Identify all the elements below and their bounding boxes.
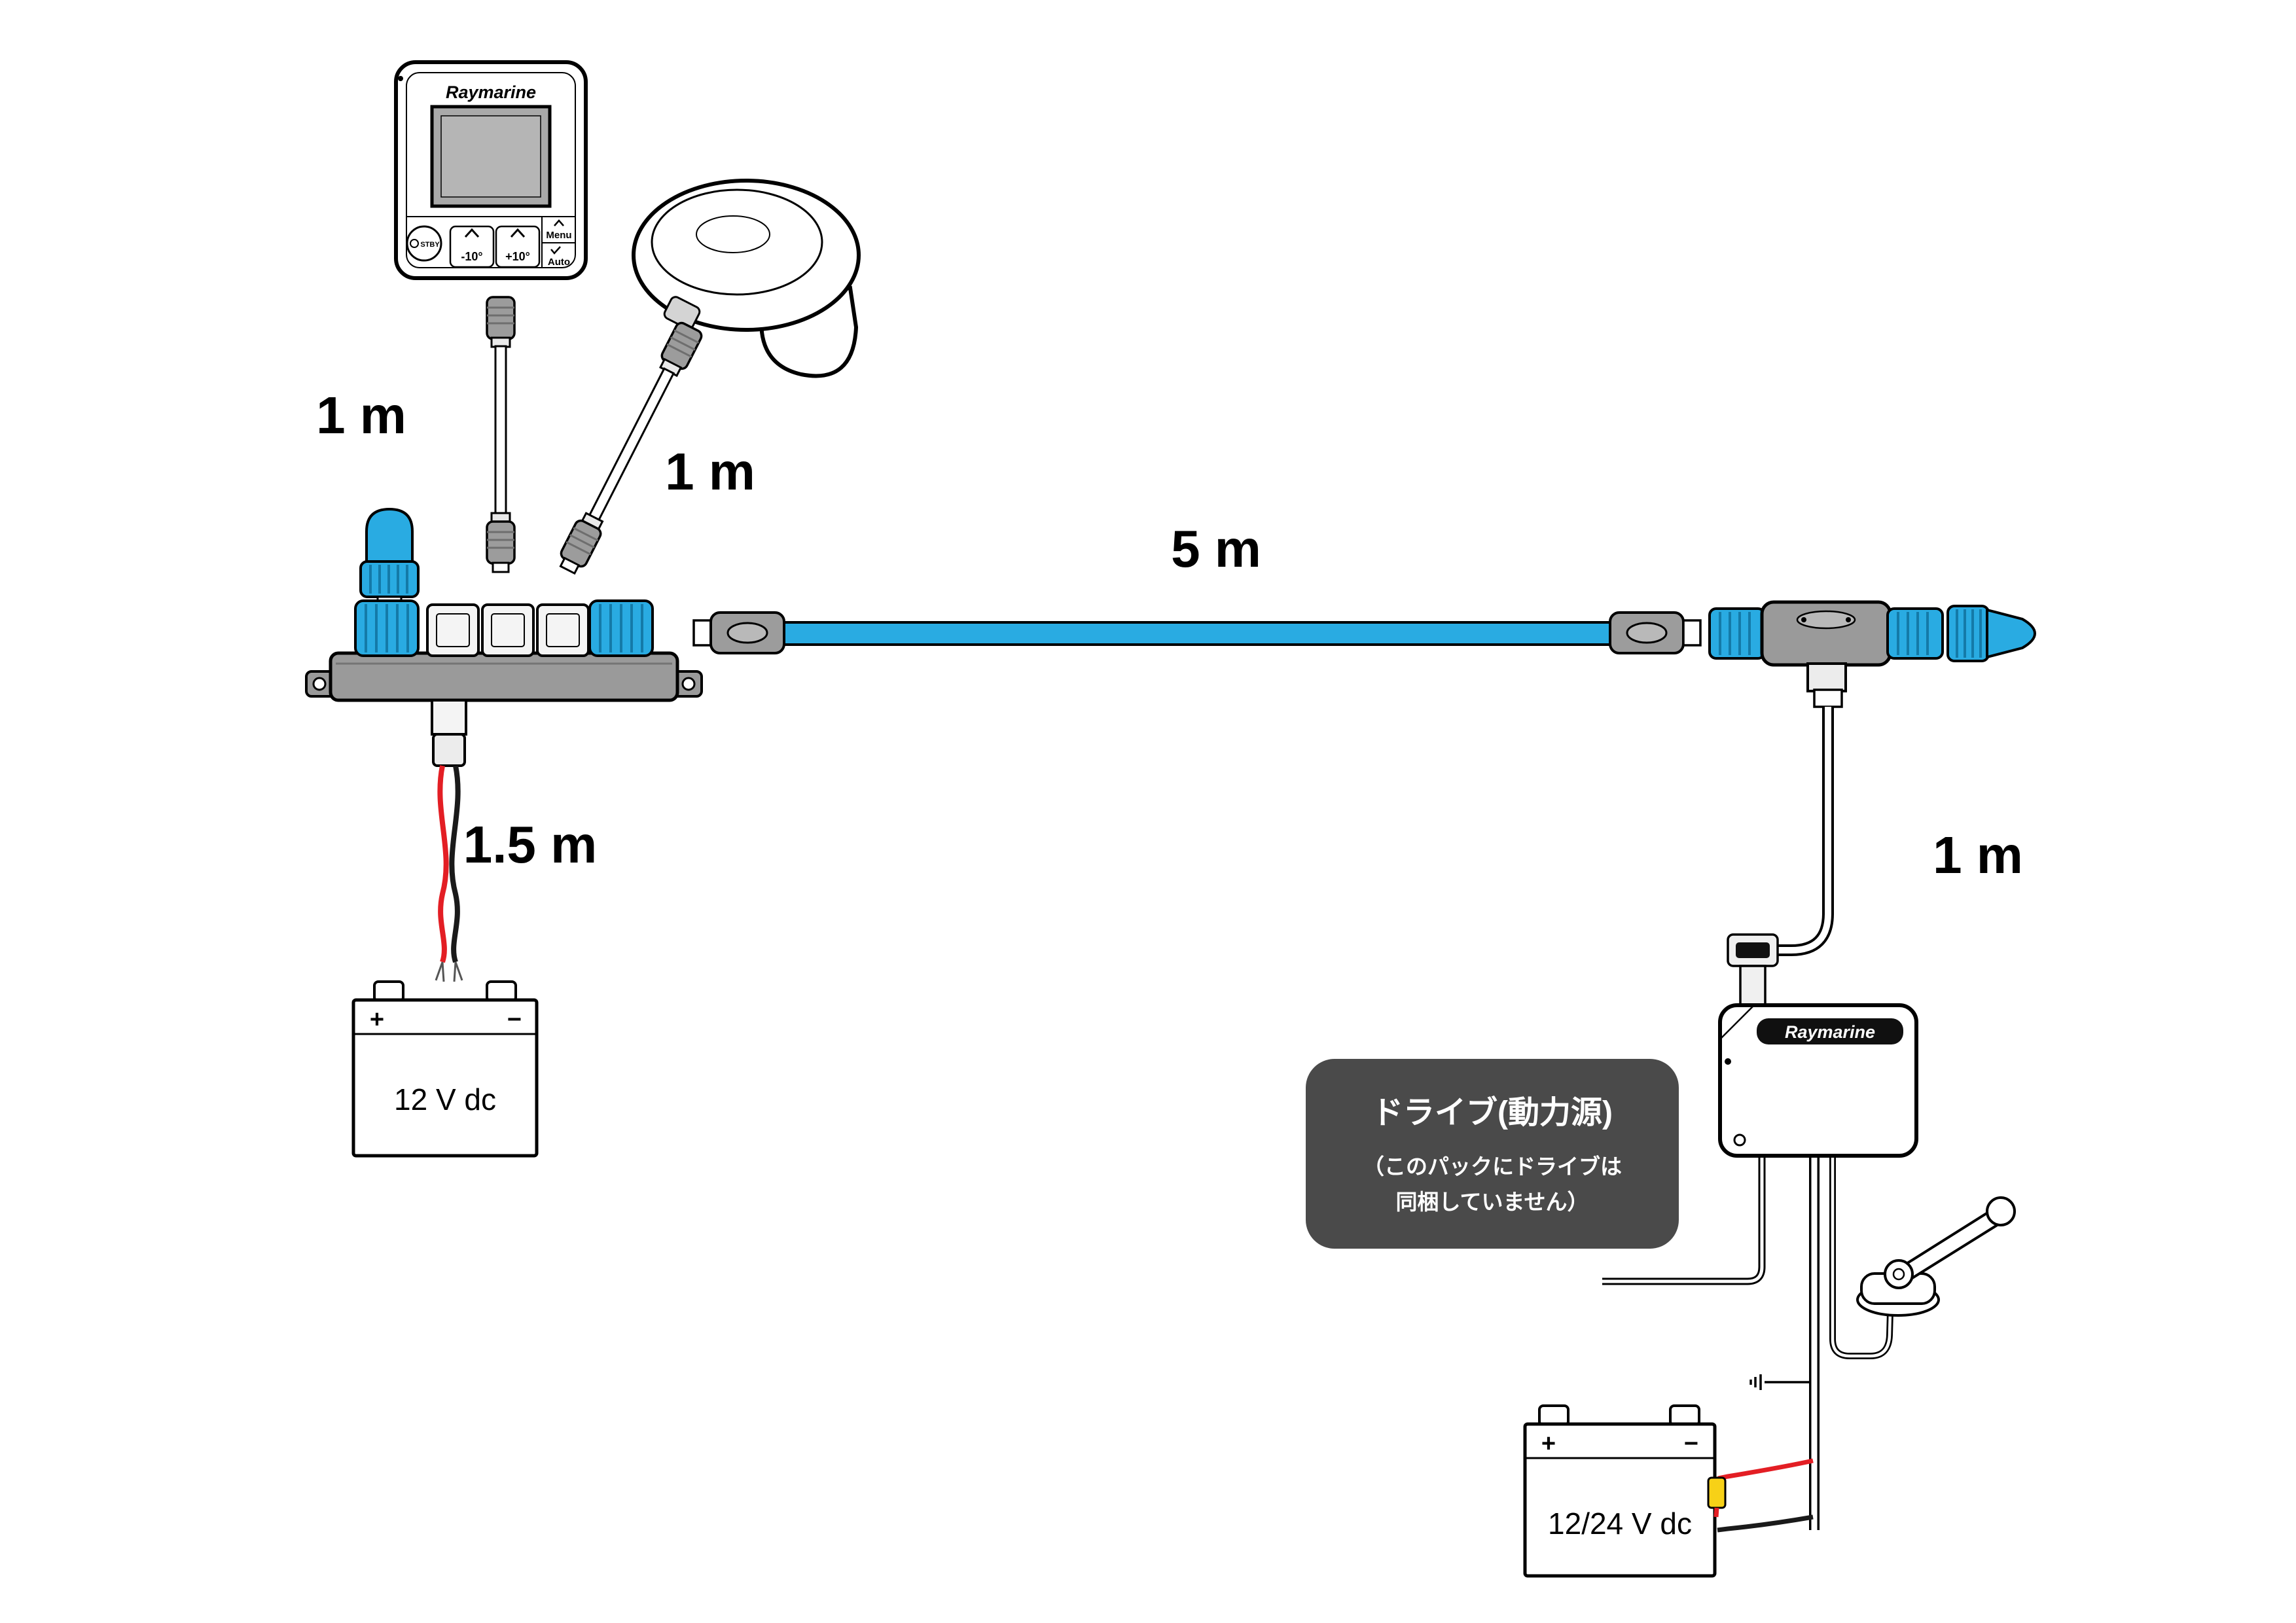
power-cable [432, 733, 466, 982]
up-arrow-icon [464, 228, 480, 238]
backbone-terminator [1946, 605, 2036, 662]
block-power-port [431, 699, 467, 736]
fuse [1707, 1476, 1727, 1509]
red-wire [1717, 1458, 1814, 1481]
minus10-button [449, 225, 495, 268]
stby-button [406, 225, 442, 262]
power-wire-black [449, 765, 461, 963]
length-labels: 1 m 1 m 5 m 1.5 m 1 m [316, 386, 2023, 884]
drive-callout: ドライブ(動力源) （このパックにドライブは 同梱していません） [1306, 1059, 1679, 1249]
battery-right: + − 12/24 V dc [1523, 1404, 1717, 1578]
minus10-button-label: -10° [461, 250, 482, 263]
block-spur-port [536, 603, 590, 657]
backbone-cable [692, 611, 1702, 654]
acu-cable [1727, 688, 1843, 1008]
battery-left: + − 12 V dc [351, 980, 539, 1158]
blanking-plug [359, 507, 420, 606]
black-wire [1717, 1514, 1814, 1533]
sensor-cable-length-label: 1 m [665, 442, 755, 501]
rudder-reference [1856, 1196, 2016, 1317]
head-cable [486, 296, 516, 573]
backbone-length-label: 5 m [1171, 520, 1261, 578]
power-cable-length-label: 1.5 m [463, 815, 598, 874]
rudder-arm-ball [1986, 1196, 2016, 1226]
acu-brand: Raymarine [1785, 1022, 1875, 1042]
menu-button-label: Menu [546, 230, 571, 241]
rudder-cable [1829, 1156, 1893, 1359]
power-led [398, 76, 403, 81]
t-piece [1708, 600, 1944, 692]
check-icon [550, 246, 561, 255]
block-spur-port [426, 603, 480, 657]
battery-right-plus: + [1541, 1430, 1556, 1457]
seatalkng-backbone-block [305, 599, 703, 736]
ev1-dome [632, 179, 861, 332]
plus10-button-label: +10° [505, 250, 530, 263]
ground-icon [1749, 1374, 1762, 1390]
t-piece-port-blue-left [1708, 607, 1766, 660]
auto-button-label: Auto [548, 257, 570, 268]
battery-right-label: 12/24 V dc [1548, 1507, 1692, 1541]
drive-callout-line1: （このパックにドライブは [1363, 1154, 1622, 1179]
drive-callout-title: ドライブ(動力源) [1372, 1095, 1613, 1130]
battery-right-minus: − [1684, 1430, 1698, 1457]
control-head-brand: Raymarine [446, 82, 536, 102]
control-head: Raymarine STBY -10° +10° Menu Auto [394, 60, 588, 280]
power-plug [432, 733, 466, 767]
drive-callout-line2: 同梱していません） [1395, 1190, 1588, 1214]
acu-brand-pill [1757, 1018, 1903, 1044]
acu-led [1725, 1058, 1731, 1065]
battery-left-label: 12 V dc [394, 1082, 496, 1116]
power-symbol-icon [410, 239, 419, 248]
drive-callout-box [1306, 1059, 1679, 1249]
block-base [329, 651, 679, 702]
backbone-cable-blue [783, 621, 1611, 646]
battery-right-wires [1707, 1458, 1814, 1533]
head-cable-length-label: 1 m [316, 386, 406, 444]
ground-wire [1749, 1374, 1809, 1390]
stby-button-label: STBY [420, 241, 440, 249]
acu-screw [1733, 1133, 1746, 1147]
battery-left-plus: + [370, 1006, 384, 1033]
power-wire-red [437, 765, 449, 963]
block-spur-port [481, 603, 535, 657]
plus10-button [495, 225, 541, 268]
t-piece-bottom-port [1806, 662, 1847, 692]
ev1-cable-gland [663, 296, 701, 330]
acu-cable-length-label: 1 m [1933, 826, 2023, 884]
drive-wire [1602, 1156, 1766, 1285]
t-piece-port-blue-right [1886, 607, 1944, 660]
up-arrow-icon [554, 219, 564, 226]
battery-body [351, 998, 539, 1158]
sensor-cable [559, 321, 703, 575]
battery-left-minus: − [507, 1006, 522, 1033]
ev1-sensor [632, 179, 861, 378]
acu-unit: Raymarine [1718, 1003, 1918, 1158]
up-arrow-icon [510, 228, 526, 238]
